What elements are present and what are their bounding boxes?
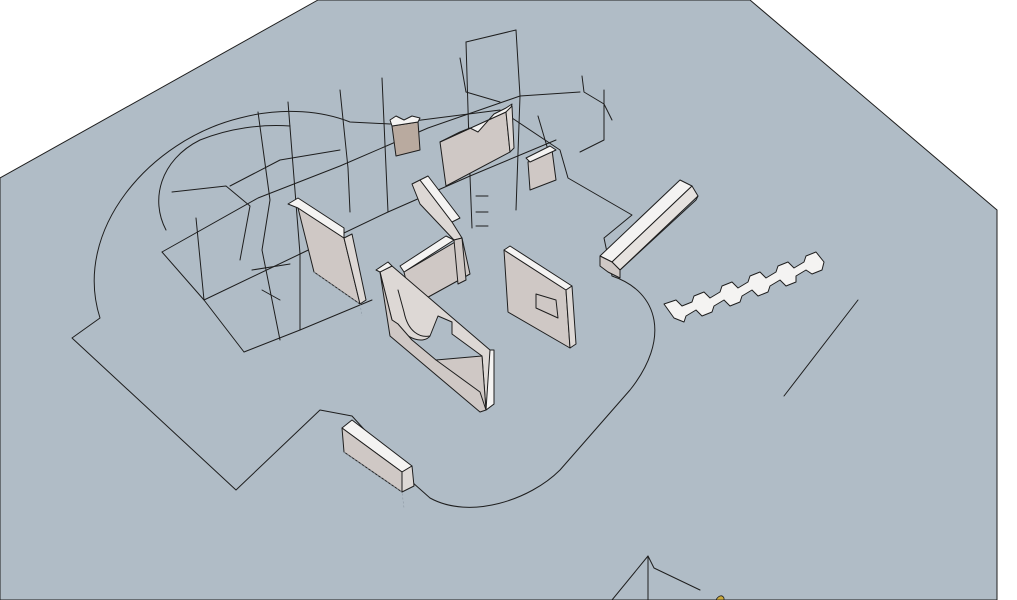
bench-block[interactable] bbox=[341, 419, 415, 509]
wall-panel-arch[interactable] bbox=[375, 261, 495, 413]
guide-line[interactable] bbox=[783, 299, 859, 397]
wall-panel-right[interactable] bbox=[503, 245, 577, 349]
stair-beam[interactable] bbox=[599, 179, 699, 279]
wall-panel-left[interactable] bbox=[287, 197, 367, 317]
wireframe-frame[interactable] bbox=[158, 29, 613, 353]
wall-panel-back-right[interactable] bbox=[525, 145, 557, 191]
floor-outline[interactable] bbox=[71, 109, 656, 508]
wall-panel-back-notched[interactable] bbox=[439, 103, 515, 187]
corner-frame[interactable] bbox=[611, 555, 725, 600]
wall-panel-l-shaped[interactable] bbox=[399, 175, 471, 307]
wall-panel-back-small[interactable] bbox=[389, 115, 421, 157]
zigzag-stair[interactable] bbox=[663, 251, 825, 323]
